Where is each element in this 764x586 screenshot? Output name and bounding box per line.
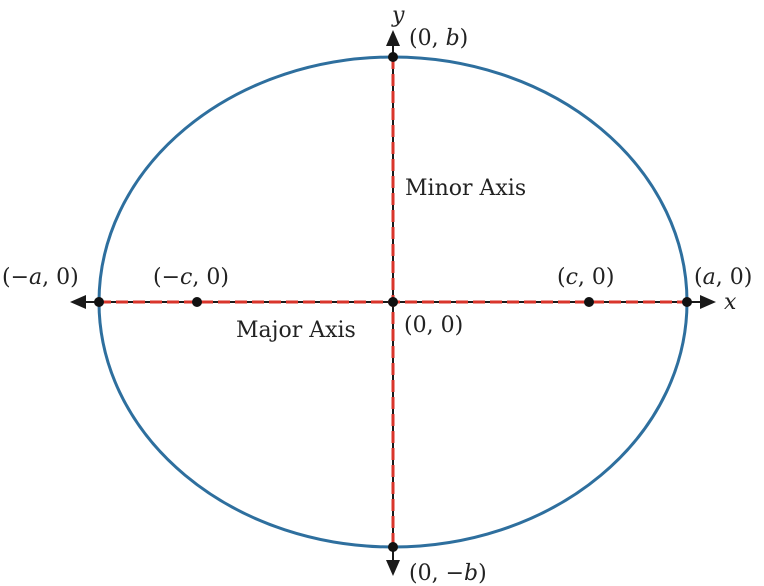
left-focus-label: (−c, 0)	[153, 265, 229, 290]
x-axis-arrow-right	[700, 295, 716, 309]
center-label: (0, 0)	[404, 313, 463, 338]
bottom-vertex-label: (0, −b)	[409, 561, 487, 586]
right-focus-label: (c, 0)	[557, 265, 615, 290]
left-vertex-point	[94, 297, 104, 307]
x-axis-label: x	[724, 290, 737, 315]
major-axis-label: Major Axis	[236, 318, 356, 343]
minor-axis-label: Minor Axis	[405, 176, 526, 201]
left-focus-point	[192, 297, 202, 307]
right-vertex-point	[682, 297, 692, 307]
right-vertex-label: (a, 0)	[694, 265, 752, 290]
top-vertex-point	[388, 52, 398, 62]
right-focus-point	[584, 297, 594, 307]
y-axis-arrow-down	[386, 560, 400, 576]
x-axis-arrow-left	[70, 295, 86, 309]
left-vertex-label: (−a, 0)	[2, 265, 79, 290]
bottom-vertex-point	[388, 542, 398, 552]
top-vertex-label: (0, b)	[409, 26, 468, 51]
y-axis-arrow-up	[386, 30, 400, 46]
y-axis-label: y	[391, 3, 405, 28]
center-point	[388, 297, 398, 307]
